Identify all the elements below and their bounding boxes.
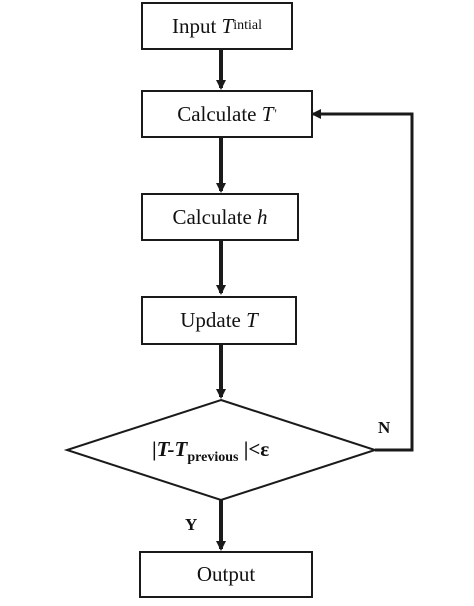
calculate-h-var: h (257, 204, 268, 229)
yes-branch-label: Y (185, 515, 198, 534)
calculate-h-prefix: Calculate (172, 204, 252, 229)
input-t-initial-subscript: intial (233, 18, 263, 33)
calculate-t-prime-mark: ' (274, 106, 277, 121)
loop-back-line-no (311, 109, 414, 452)
decision-expression: T-T (156, 437, 188, 461)
no-branch-label: N (378, 418, 391, 437)
calculate-t-prime-var: T (261, 101, 274, 126)
input-t-initial-prefix: Input (171, 13, 217, 38)
calculate-h-box: Calculate h (141, 193, 299, 241)
decision-tail: |<ε (238, 437, 270, 461)
decision-condition-label: |T-Tprevious |<ε (152, 437, 269, 466)
input-t-initial-var: T (221, 13, 234, 38)
decision-subscript: previous (187, 450, 239, 465)
update-t-box: Update T (141, 296, 297, 345)
calculate-t-prime-prefix: Calculate (177, 101, 257, 126)
decision-bar-left: | (152, 437, 157, 461)
output-label: Output (196, 562, 256, 586)
update-t-var: T (246, 308, 258, 332)
output-box: Output (139, 551, 313, 598)
update-t-prefix: Update (180, 308, 241, 332)
calculate-t-prime-box: Calculate T' (141, 90, 313, 138)
